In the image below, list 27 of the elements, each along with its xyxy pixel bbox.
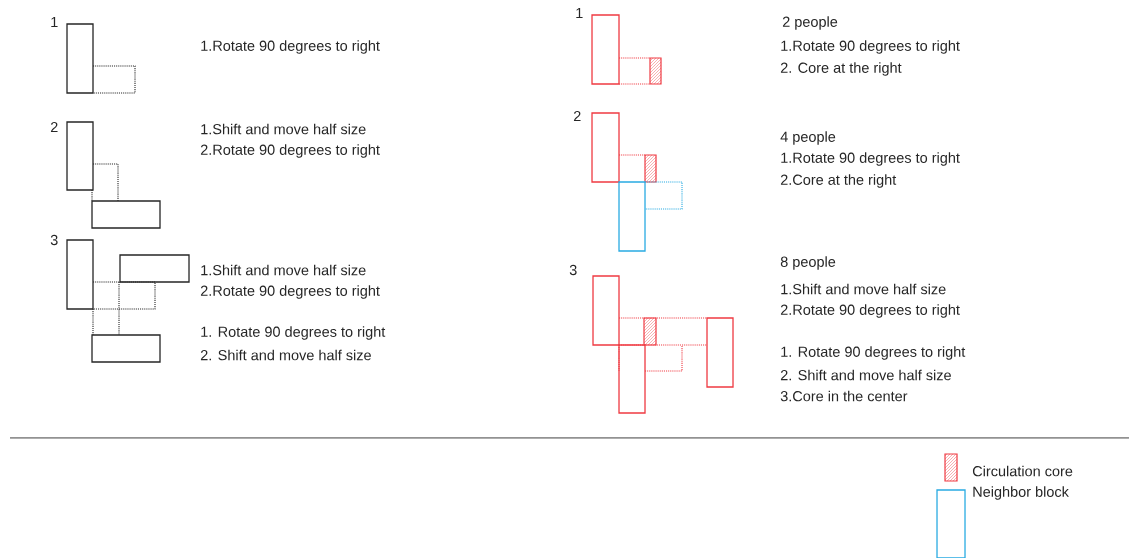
people-count: 8 people bbox=[780, 256, 836, 270]
step-number: 1 bbox=[576, 8, 583, 18]
legend-text: Circulation core bbox=[972, 465, 1073, 477]
instruction-text: 1.Rotate 90 degrees to right bbox=[201, 40, 380, 54]
instruction-text: 2. Shift and move half size bbox=[780, 369, 951, 381]
step-number: 1 bbox=[51, 17, 58, 27]
step-number: 3 bbox=[50, 234, 58, 246]
people-count: 4 people bbox=[780, 131, 836, 145]
legend-text: Neighbor block bbox=[973, 486, 1069, 500]
instruction-text: 2.Rotate 90 degrees to right bbox=[200, 285, 380, 299]
instruction-text: 1.Rotate 90 degrees to right bbox=[781, 152, 960, 166]
instruction-text: 2.Rotate 90 degrees to right bbox=[780, 304, 960, 318]
step-number: 3 bbox=[569, 264, 577, 276]
instruction-text: 3.Core in the center bbox=[780, 390, 908, 402]
step-number: 2 bbox=[573, 110, 581, 122]
instruction-text: 1. Rotate 90 degrees to right bbox=[201, 326, 386, 340]
people-count: 2 people bbox=[782, 16, 838, 30]
instruction-text: 2. Core at the right bbox=[780, 62, 902, 76]
instruction-text: 2.Core at the right bbox=[780, 174, 897, 188]
instruction-text: 2. Shift and move half size bbox=[200, 349, 371, 361]
instruction-text: 1.Shift and move half size bbox=[201, 264, 366, 276]
instruction-text: 2.Rotate 90 degrees to right bbox=[200, 144, 380, 158]
instruction-text: 1.Shift and move half size bbox=[201, 123, 366, 135]
instruction-text: 1.Shift and move half size bbox=[781, 283, 946, 295]
instruction-text: 1. Rotate 90 degrees to right bbox=[781, 346, 966, 360]
instruction-text: 1.Rotate 90 degrees to right bbox=[781, 40, 960, 54]
step-number: 2 bbox=[50, 121, 58, 133]
